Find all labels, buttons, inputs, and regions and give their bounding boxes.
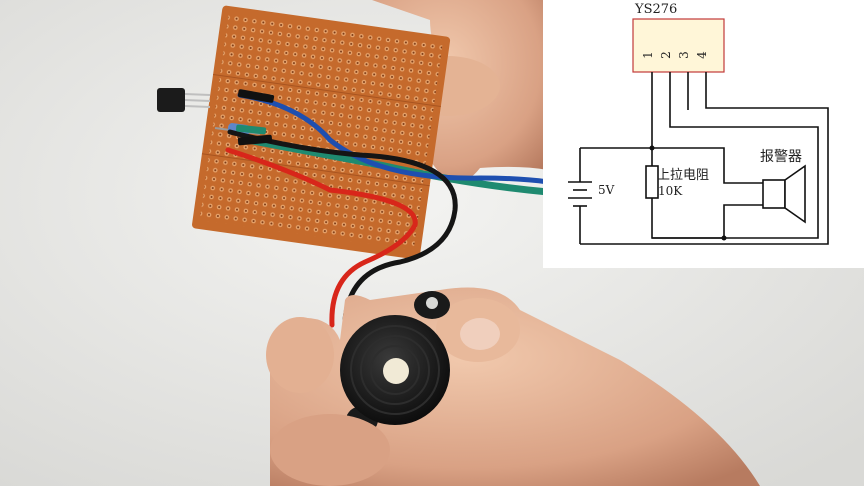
hall-sensor <box>157 88 211 112</box>
circuit-schematic: YS276 1 2 3 4 上拉电阻 10K 5V 报警器 <box>543 0 864 268</box>
thumb-left <box>266 317 334 393</box>
speaker-symbol <box>762 164 806 224</box>
finger-bottom <box>270 414 390 486</box>
resistor-value: 10K <box>658 184 683 198</box>
schematic-lines <box>568 18 829 245</box>
battery-symbol <box>568 181 592 212</box>
junction-dot <box>649 145 655 151</box>
black-wire <box>227 129 458 323</box>
wire-resistor-bottom <box>651 198 763 239</box>
piezo-buzzer <box>340 291 450 434</box>
resistor-label: 上拉电阻 <box>657 168 710 183</box>
wire-pin2 <box>652 72 819 239</box>
wire-pin4 <box>580 72 829 245</box>
red-wire <box>225 147 418 328</box>
dupont-connectors <box>235 89 275 146</box>
pin-4-label: 4 <box>694 51 709 59</box>
battery-voltage: 5V <box>598 183 615 197</box>
fingernail-right <box>460 318 500 350</box>
alarm-label: 报警器 <box>760 149 802 165</box>
resistor-symbol <box>645 165 659 199</box>
chip-box <box>632 18 725 73</box>
pin-3-label: 3 <box>676 51 691 59</box>
pin-1-label: 1 <box>640 51 655 59</box>
junction-dot-2 <box>721 235 727 241</box>
chip-label: YS276 <box>635 2 678 17</box>
pin-2-label: 2 <box>658 51 673 59</box>
blue-wire <box>237 92 551 185</box>
